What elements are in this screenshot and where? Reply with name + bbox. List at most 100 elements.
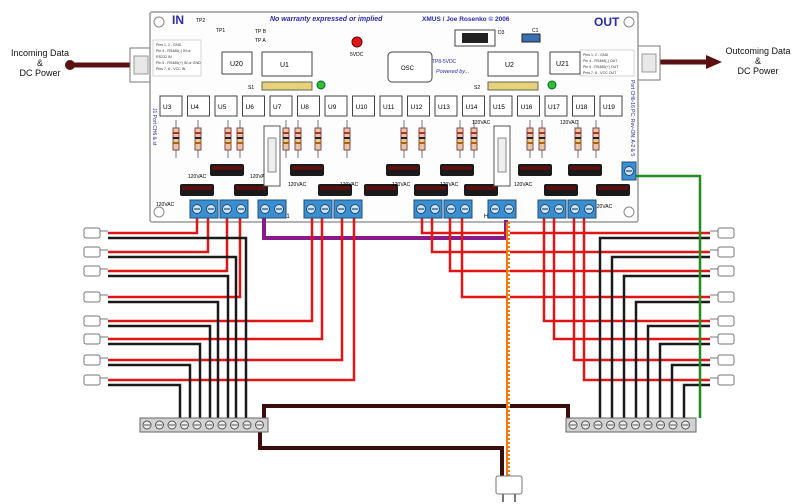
outlet-right (710, 354, 735, 366)
triac (318, 184, 352, 196)
resistor (456, 120, 464, 158)
chip-label: U9 (328, 104, 337, 111)
svg-text:Pins 1, 2 - GND: Pins 1, 2 - GND (583, 53, 609, 57)
chip-label: U11 (383, 104, 395, 111)
led-green-right (547, 80, 557, 90)
resistor (194, 120, 202, 158)
chip-label: U5 (218, 104, 227, 111)
resistor (400, 120, 408, 158)
wire-black (634, 300, 710, 418)
vac-label: 120VAC (340, 182, 359, 188)
wire-red (108, 218, 356, 382)
triac (290, 164, 324, 176)
wire-red (572, 218, 710, 362)
wire-red (108, 218, 210, 254)
svg-text:S1: S1 (248, 85, 254, 91)
triac (440, 164, 474, 176)
wire-black (108, 236, 248, 418)
chip-label: U13 (438, 104, 450, 111)
incoming-label: Incoming Data & DC Power (11, 48, 69, 78)
chip-label: U8 (301, 104, 310, 111)
outlet-right (710, 291, 735, 303)
bus-bar (565, 417, 697, 433)
resistor (470, 120, 478, 158)
ac-plug (495, 475, 523, 502)
svg-text:Pins 7, 8 - VCC IN: Pins 7, 8 - VCC IN (156, 67, 186, 71)
terminal-block (537, 199, 567, 219)
vac-label: 120VAC (472, 120, 491, 126)
resistor (294, 120, 302, 158)
chip-u13: U13 (434, 95, 458, 117)
chip-u15: U15 (489, 95, 513, 117)
terminal-block (567, 199, 597, 219)
triac (568, 164, 602, 176)
chip-label: U19 (603, 104, 615, 111)
resistor (314, 120, 322, 158)
outlet-right (710, 227, 735, 239)
wire-red (460, 218, 710, 299)
header-s1: S1 (248, 81, 313, 91)
wire-black (658, 342, 710, 418)
wire-red (108, 218, 324, 341)
svg-text:Outcoming Data: Outcoming Data (725, 46, 790, 56)
resistor (343, 120, 351, 158)
chip-u7: U7 (269, 95, 293, 117)
triac (464, 184, 498, 196)
capacitor-c1: C1 (521, 28, 541, 43)
outlet-right (710, 374, 735, 386)
triac (210, 164, 244, 176)
bus-bar (139, 417, 269, 433)
resistor (282, 120, 290, 158)
terminal-block (257, 199, 287, 219)
label-5vdc: 5VDC (350, 52, 364, 58)
triac (596, 184, 630, 196)
chip-label: U17 (548, 104, 560, 111)
wire-black (108, 383, 182, 418)
incoming-cable (65, 60, 130, 70)
wire-neutral-black (262, 404, 570, 418)
led-green-left (316, 80, 326, 90)
wire-red (108, 218, 229, 273)
resistor (538, 120, 546, 158)
chip-label: U16 (521, 104, 533, 111)
chip-u17: U17 (544, 95, 568, 117)
wire-red (552, 218, 710, 341)
outlet-right (710, 315, 735, 327)
in-connector (129, 47, 153, 83)
vac-label: 120VAC (156, 202, 175, 208)
svg-text:D3: D3 (498, 30, 505, 36)
svg-text:U2: U2 (505, 62, 514, 69)
triac (364, 184, 398, 196)
resistor-array (172, 120, 600, 158)
triac (180, 184, 214, 196)
wire-red (108, 218, 242, 299)
wire-black (670, 363, 710, 418)
vac-label: 120VAC (188, 174, 207, 180)
wire-red (420, 218, 710, 235)
label-tpb: TP B (255, 29, 267, 35)
label-tpa: TP A (255, 38, 266, 44)
terminal-block (333, 199, 363, 219)
svg-text:C1: C1 (532, 28, 539, 34)
outlet-left (83, 291, 108, 303)
terminal-block (219, 199, 249, 219)
outlet-right (710, 333, 735, 345)
resistor (172, 120, 180, 158)
chip-u3: U3 (159, 95, 183, 117)
outgoing-cable (660, 55, 722, 69)
wire-black (610, 255, 710, 418)
side-label-left: J1 Port CH6 & st (151, 108, 157, 146)
wire-black (646, 324, 710, 418)
svg-text:&: & (755, 56, 761, 66)
chip-u8: U8 (297, 95, 320, 117)
wire-red (542, 218, 710, 323)
svg-text:Pin 4 - RS485(-) OUT: Pin 4 - RS485(-) OUT (583, 59, 618, 63)
bus-bars (139, 417, 697, 433)
chip-label: U15 (493, 104, 505, 111)
svg-text:U20: U20 (230, 61, 243, 68)
outgoing-label: Outcoming Data & DC Power (725, 46, 790, 76)
chip-u10: U10 (352, 95, 375, 117)
header-s2: S2 (474, 81, 539, 91)
